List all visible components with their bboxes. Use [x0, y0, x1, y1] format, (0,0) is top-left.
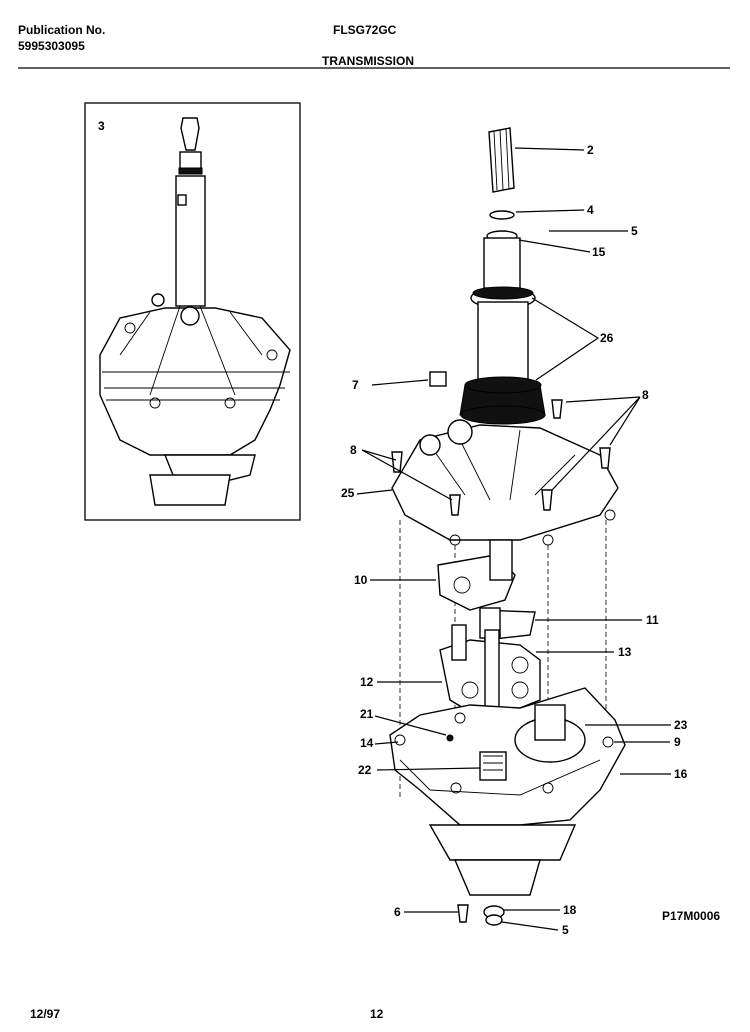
callout-11: 11 — [646, 613, 659, 627]
assembled-transmission-illustration — [99, 117, 291, 506]
callout-15: 15 — [592, 245, 606, 259]
callout-23: 23 — [674, 718, 688, 732]
callout-8-left: 8 — [350, 443, 357, 457]
callout-10: 10 — [354, 573, 368, 587]
callout-21: 21 — [360, 707, 374, 721]
callout-7: 7 — [352, 378, 359, 392]
callout-13: 13 — [618, 645, 632, 659]
callout-26: 26 — [600, 331, 614, 345]
callout-12: 12 — [360, 675, 374, 689]
callout-9: 9 — [674, 735, 681, 749]
leader-lines — [356, 147, 671, 931]
callout-16: 16 — [674, 767, 688, 781]
publication-number: 5995303095 — [18, 39, 85, 53]
model-number: FLSG72GC — [333, 23, 397, 37]
footer-page-number: 12 — [370, 1007, 384, 1021]
callout-5-bottom: 5 — [562, 923, 569, 937]
figure-code: P17M0006 — [662, 909, 720, 923]
callout-14: 14 — [360, 736, 374, 750]
callout-22: 22 — [358, 763, 372, 777]
callout-4: 4 — [587, 203, 594, 217]
footer-date: 12/97 — [30, 1007, 61, 1021]
exploded-transmission-illustration — [389, 127, 626, 926]
callout-2: 2 — [587, 143, 594, 157]
callout-6: 6 — [394, 905, 401, 919]
inset-frame — [84, 102, 301, 521]
callout-18: 18 — [563, 903, 577, 917]
publication-label: Publication No. — [18, 23, 106, 37]
callout-5: 5 — [631, 224, 638, 238]
inset-callout-3: 3 — [98, 119, 105, 133]
section-title: TRANSMISSION — [322, 54, 415, 68]
callout-25: 25 — [341, 486, 355, 500]
callout-8-right: 8 — [642, 388, 649, 402]
